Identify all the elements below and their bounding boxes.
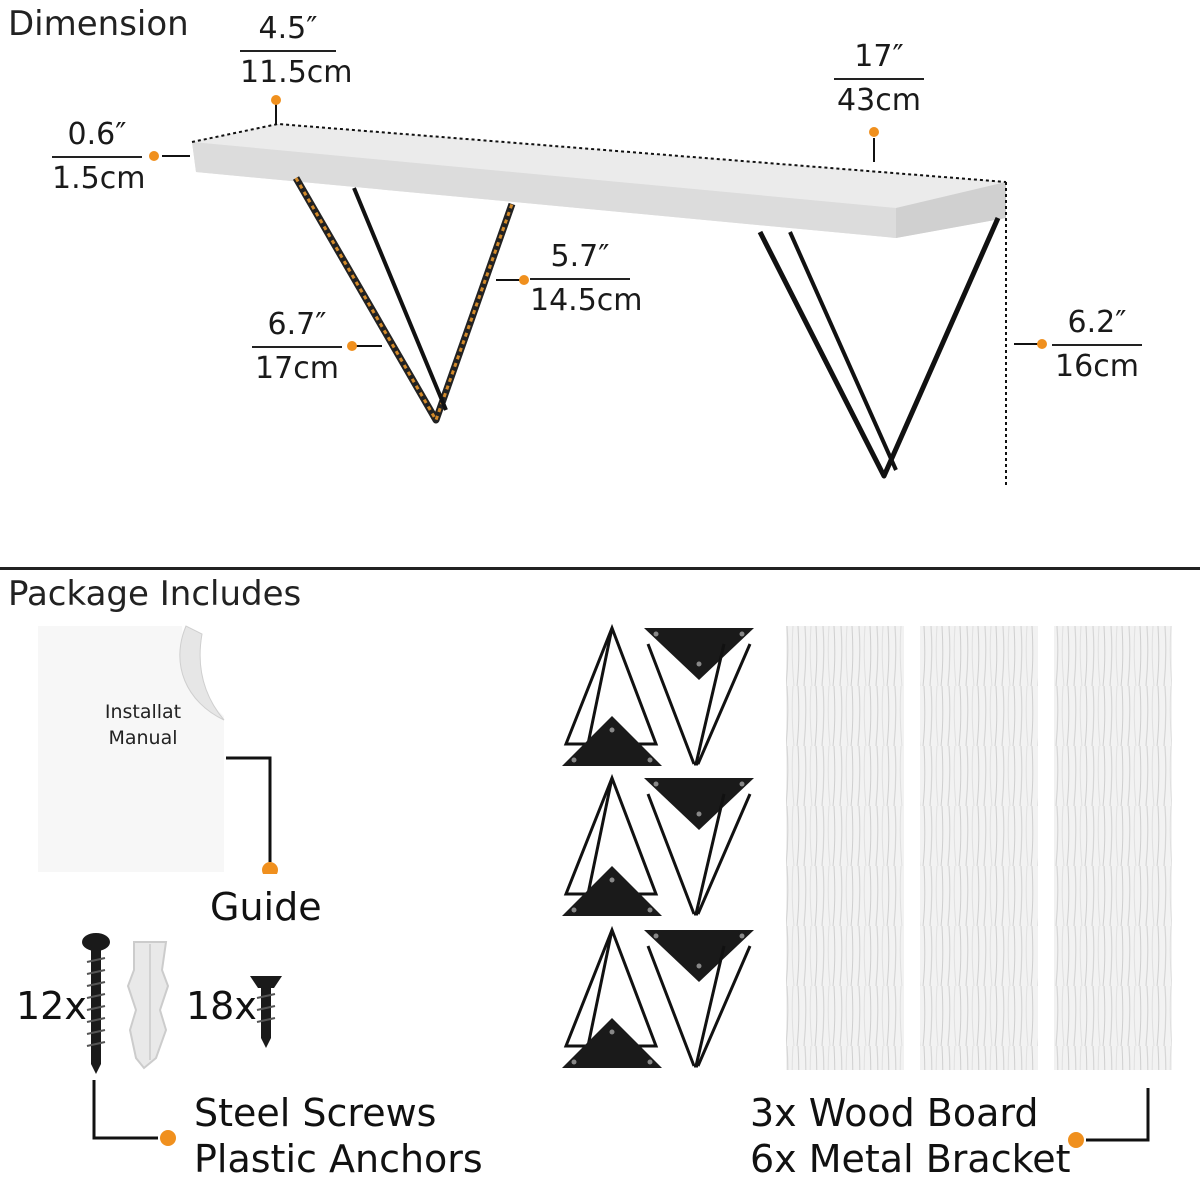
- small-screw-icon: [250, 976, 282, 1048]
- height-cm: 16cm: [1055, 349, 1139, 384]
- bracket-depth-cm: 14.5cm: [530, 283, 643, 318]
- bracket-icon: [642, 626, 756, 766]
- depth-inch: 4.5″: [240, 14, 336, 52]
- guide-label: Guide: [210, 885, 322, 929]
- section-divider: [0, 567, 1200, 570]
- bracket-icon: [560, 626, 664, 768]
- wood-boards-group: [786, 626, 1172, 1070]
- height-inch: 6.2″: [1052, 308, 1142, 346]
- thickness-dimension: 0.6″ 1.5cm: [52, 120, 146, 196]
- wood-board-icon: [786, 626, 904, 1070]
- hardware-line-1: Steel Screws: [194, 1091, 437, 1135]
- manual-icon: [38, 625, 278, 874]
- thickness-cm: 1.5cm: [52, 161, 146, 196]
- hardware-line-2: Plastic Anchors: [194, 1137, 483, 1182]
- anchor-icon: [126, 941, 170, 1070]
- package-title: Package Includes: [8, 574, 302, 614]
- parts-line-1: 3x Wood Board: [750, 1091, 1039, 1135]
- hardware-icons: [82, 933, 282, 1146]
- length-dimension: 17″ 43cm: [834, 42, 924, 116]
- wood-board-icon: [920, 626, 1038, 1070]
- bracket-icon: [642, 776, 756, 916]
- wood-board-icon: [1054, 626, 1172, 1070]
- parts-leader: [1068, 1088, 1150, 1148]
- dimension-title: Dimension: [8, 4, 189, 44]
- length-cm: 43cm: [837, 83, 921, 118]
- hardware-label: Steel Screws Plastic Anchors: [194, 1090, 483, 1183]
- bracket-leg-inch: 6.7″: [252, 310, 342, 348]
- parts-label: 3x Wood Board 6x Metal Bracket: [750, 1090, 1071, 1183]
- small-screw-count: 18x: [186, 984, 257, 1028]
- brackets-group: [560, 626, 756, 1070]
- depth-dimension: 4.5″ 11.5cm: [240, 14, 353, 90]
- manual-cover-text: Installat Manual: [68, 700, 218, 751]
- screw-icon: [82, 933, 110, 1074]
- parts-line-2: 6x Metal Bracket: [750, 1137, 1071, 1182]
- thickness-inch: 0.6″: [52, 120, 142, 158]
- bracket-icon: [642, 928, 756, 1068]
- bracket-depth-inch: 5.7″: [530, 242, 630, 280]
- manual-line-2: Manual: [108, 726, 178, 749]
- manual-line-1: Installat: [104, 701, 182, 723]
- shelf-illustration: [149, 95, 1047, 488]
- height-dimension: 6.2″ 16cm: [1052, 308, 1142, 382]
- bracket-depth-dimension: 5.7″ 14.5cm: [530, 242, 643, 318]
- bracket-icon: [560, 776, 664, 918]
- bracket-leg-cm: 17cm: [255, 351, 339, 386]
- bracket-leg-dimension: 6.7″ 17cm: [252, 310, 342, 384]
- bracket-icon: [560, 928, 664, 1070]
- depth-cm: 11.5cm: [240, 55, 353, 90]
- length-inch: 17″: [834, 42, 924, 80]
- screw-count: 12x: [16, 984, 87, 1028]
